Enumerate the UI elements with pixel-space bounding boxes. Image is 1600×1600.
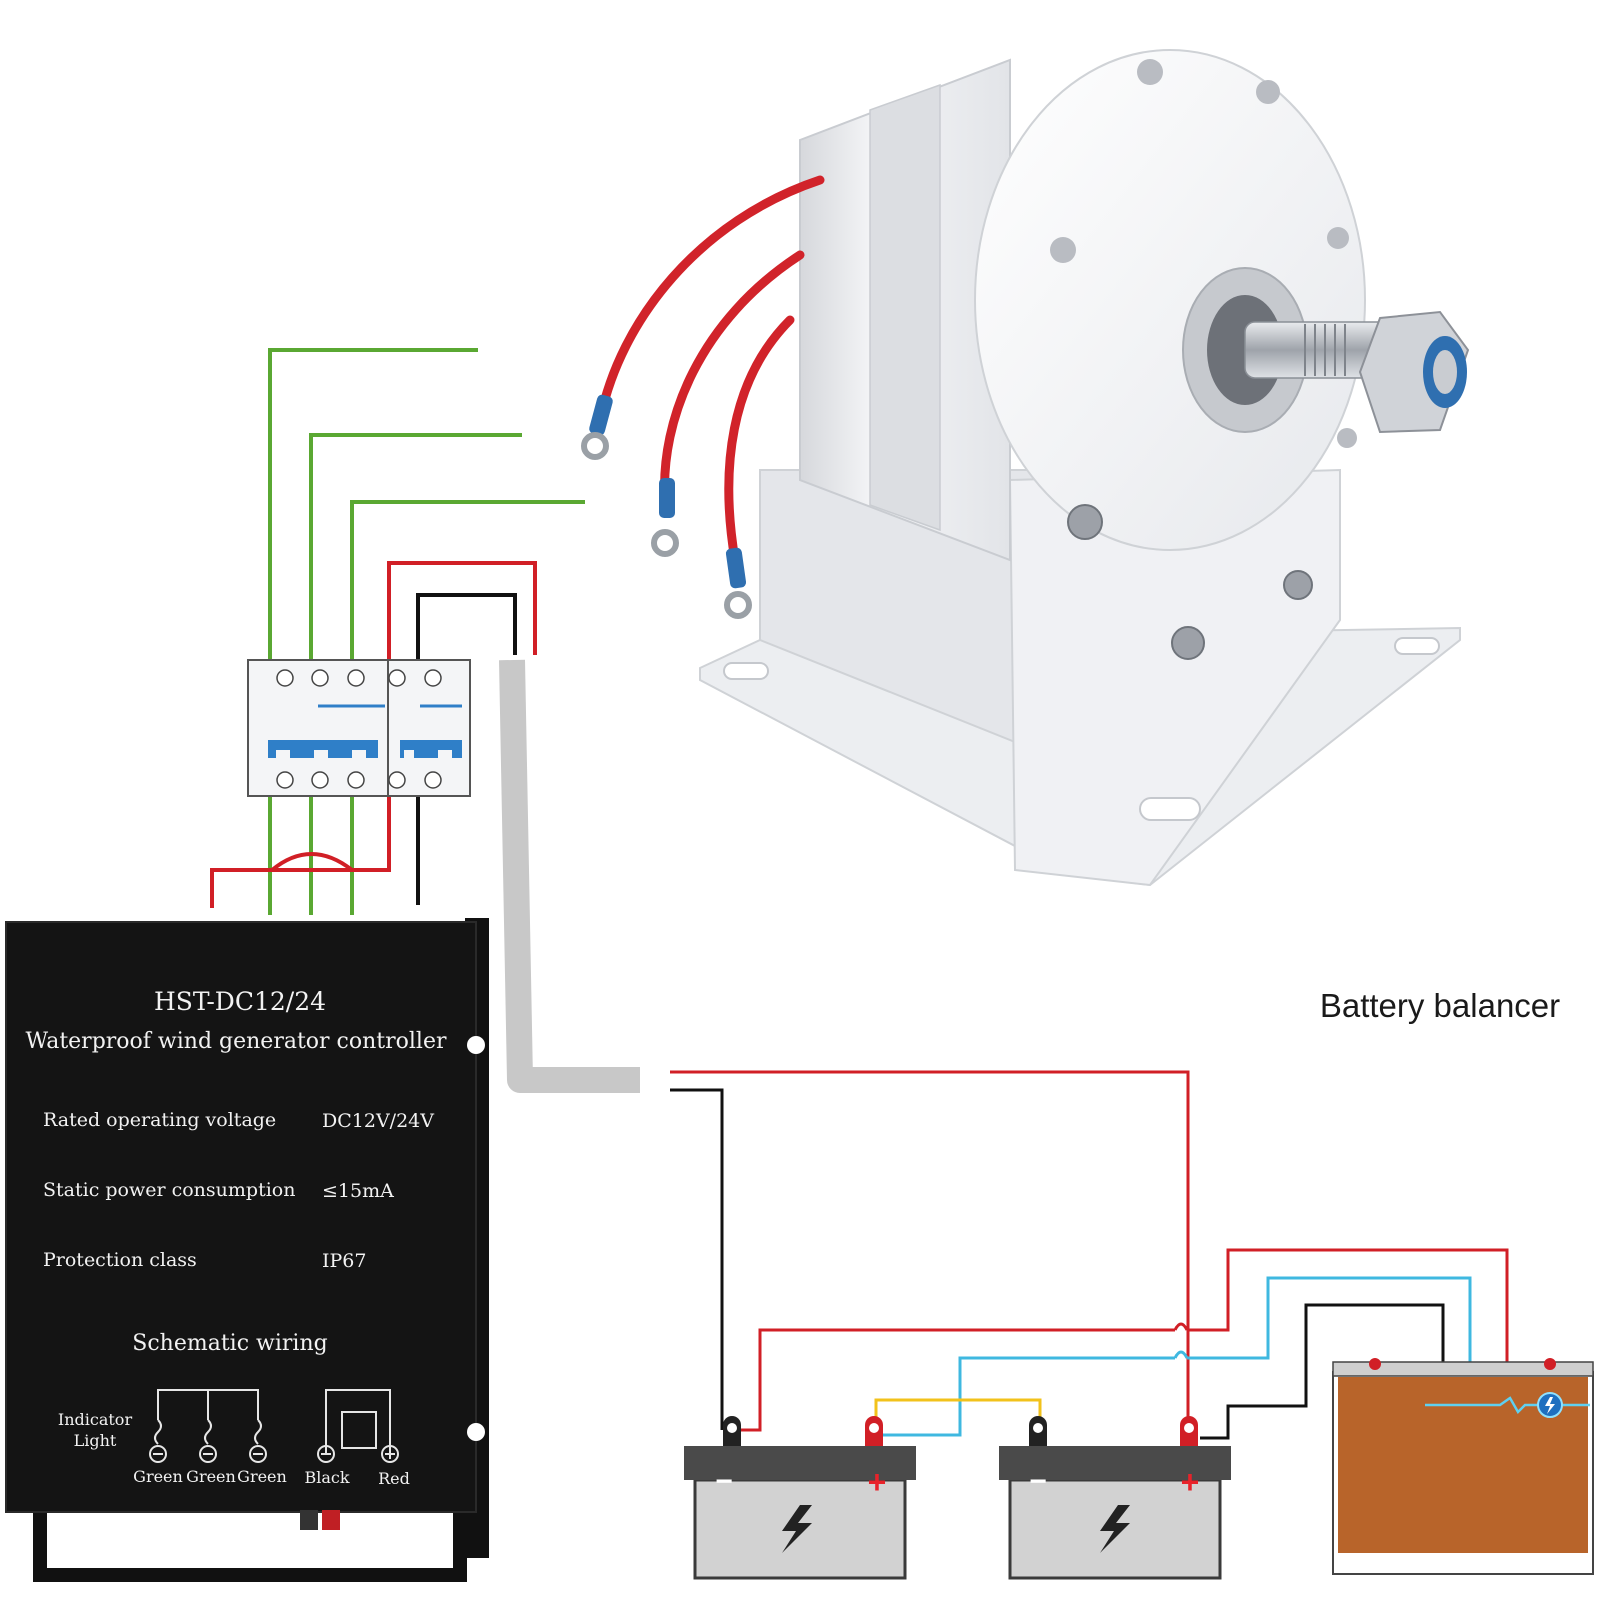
spec-value: DC12V/24V — [322, 1110, 434, 1132]
schematic-wiring-diagram — [149, 1389, 399, 1463]
spec-value: ≤15mA — [322, 1180, 394, 1202]
generator-image — [581, 49, 1470, 887]
terminal-label: Black — [304, 1468, 349, 1487]
battery-minus-sign: − — [715, 1465, 733, 1498]
battery-minus-sign: − — [1029, 1465, 1047, 1498]
battery-plus-sign: + — [868, 1464, 887, 1500]
indicator-label: Indicator — [58, 1410, 133, 1429]
battery-icon — [684, 1416, 916, 1580]
battery-bank-wiring — [670, 1070, 1509, 1440]
controller-model: HST-DC12/24 — [154, 987, 326, 1016]
battery-icon — [999, 1416, 1231, 1580]
controller-box — [5, 918, 489, 1582]
indicator-label: Light — [74, 1431, 117, 1450]
spec-label: Protection class — [43, 1249, 197, 1271]
phase-wires — [268, 348, 585, 915]
spec-label: Rated operating voltage — [43, 1109, 276, 1131]
terminal-label: Green — [186, 1467, 236, 1486]
terminal-label: Red — [378, 1469, 410, 1488]
spec-value: IP67 — [322, 1250, 366, 1272]
battery-balancer-module — [1332, 1358, 1594, 1575]
battery-plus-sign: + — [1181, 1464, 1200, 1500]
terminal-label: Green — [237, 1467, 287, 1486]
schematic-title: Schematic wiring — [132, 1331, 327, 1356]
lightning-icon — [1100, 1505, 1130, 1553]
spec-label: Static power consumption — [43, 1179, 295, 1201]
lightning-icon — [782, 1505, 812, 1553]
battery-cable — [499, 659, 640, 1093]
circuit-breaker-icon — [247, 659, 471, 797]
terminal-label: Green — [133, 1467, 183, 1486]
battery-balancer-label: Battery balancer — [1320, 987, 1560, 1024]
controller-subtitle: Waterproof wind generator controller — [26, 1029, 447, 1054]
